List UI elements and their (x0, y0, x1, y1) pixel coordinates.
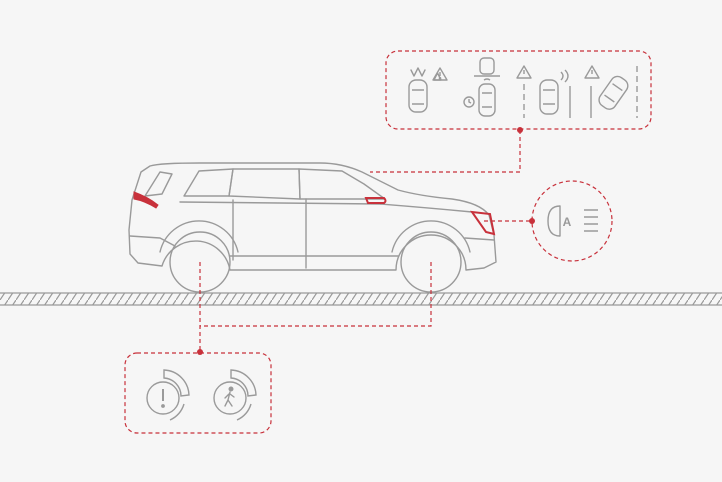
auto-high-beam-icon (547, 205, 598, 237)
rear-window (144, 171, 173, 197)
forward-collision-warning-icon (146, 369, 190, 421)
rear-cross-traffic-icon (463, 57, 500, 117)
door-lines (232, 198, 307, 269)
wheel-arch-rear (159, 220, 239, 253)
top-callout-box (385, 50, 652, 130)
lane-keep-assist-icon (584, 65, 638, 118)
lane-departure-warning-icon (516, 65, 571, 118)
front-headlight (469, 210, 496, 236)
side-mirror (364, 197, 387, 204)
connector-dot-bottom (197, 349, 203, 355)
side-window-mid (228, 168, 301, 200)
auto-high-beam-callout (531, 180, 613, 262)
auto-high-beam-letter: A (563, 215, 572, 229)
suv-outline (128, 162, 497, 293)
pedestrian-detection-icon (213, 369, 257, 421)
bottom-callout-box (124, 352, 272, 434)
warning-triangle-icon (432, 67, 448, 81)
front-bumper (464, 237, 495, 241)
connector-dot-right (529, 218, 535, 224)
connector-top (370, 130, 521, 173)
rear-taillight (133, 191, 159, 209)
connector-bottom-front (200, 262, 432, 327)
side-window-front (298, 168, 386, 200)
wheel-arch-front (391, 220, 471, 253)
connector-dot-top (517, 127, 523, 133)
side-window-rear (183, 168, 234, 197)
connector-lines (199, 130, 532, 352)
rear-bumper (129, 235, 176, 247)
car-body (128, 162, 497, 271)
ground (0, 292, 722, 306)
body-crease (179, 201, 473, 213)
